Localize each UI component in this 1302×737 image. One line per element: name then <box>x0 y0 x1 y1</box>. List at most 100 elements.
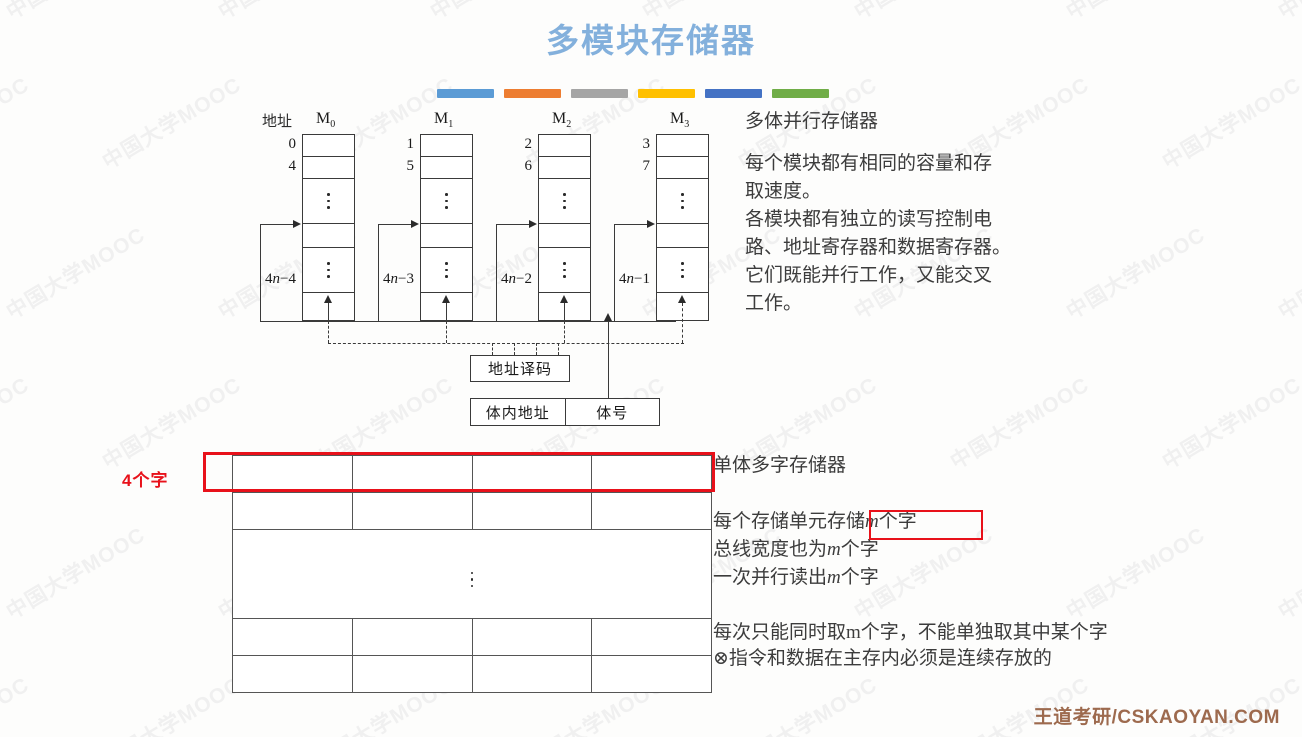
decoder-bus-drop-m2 <box>564 321 565 343</box>
feedback-wire-v-m1 <box>378 224 380 322</box>
accent-bar-3 <box>571 89 628 98</box>
feedback-wire-h-m1 <box>378 224 412 226</box>
address-m0-last: 4n−4 <box>265 271 296 287</box>
grid-cell <box>351 492 473 530</box>
address-register-box: 体内地址 体号 <box>470 398 660 426</box>
module-input-arrow-m3 <box>678 295 686 303</box>
module-cell <box>657 135 708 157</box>
address-m1-1: 1 <box>406 136 415 152</box>
notes-singlebank-heading: 单体多字存储器 <box>713 455 847 476</box>
grid-cell <box>471 492 593 530</box>
module-input-arrow-m0 <box>324 295 332 303</box>
grid-cell <box>232 618 353 656</box>
grid-cell <box>232 492 353 530</box>
accent-bar-6 <box>772 89 829 98</box>
module-cell-ellipsis <box>657 179 708 224</box>
module-cell <box>657 157 708 179</box>
notes-parallel-line-1: 每个模块都有相同的容量和存 <box>745 153 993 174</box>
address-m1-last: 4n−3 <box>383 271 414 287</box>
multibank-memory-diagram: 地址 M0 M1 M2 M3 <box>260 110 709 426</box>
module-cell-ellipsis <box>303 179 354 224</box>
grid-cell <box>471 655 593 693</box>
notes-constraint-line-1: 每次只能同时取m个字，不能单独取其中某个字 <box>713 622 1108 643</box>
module-input-arrow-m2 <box>560 295 568 303</box>
module-title-m2: M2 <box>552 110 572 131</box>
grid-cell <box>591 655 712 693</box>
page-title: 多模块存储器 <box>546 24 756 60</box>
address-decoder-box: 地址译码 <box>470 355 570 382</box>
decoder-out-3 <box>536 343 537 355</box>
notes-parallel-line-3: 各模块都有独立的读写控制电 <box>745 209 993 230</box>
feedback-wire-h-m0 <box>260 224 294 226</box>
title-block: 多模块存储器 <box>0 24 1302 62</box>
module-cell-ellipsis <box>539 248 590 293</box>
feedback-wire-h-m3 <box>614 224 648 226</box>
four-words-annotation: 4个字 <box>122 471 169 490</box>
module-cell-ellipsis <box>421 179 472 224</box>
table-row <box>232 618 712 656</box>
decoder-out-1 <box>492 343 493 355</box>
address-m0-4: 4 <box>288 158 297 174</box>
decoder-bus-horizontal <box>328 343 684 344</box>
address-m3-7: 7 <box>642 158 651 174</box>
module-cell-ellipsis <box>539 179 590 224</box>
bus-branch-m2 <box>440 321 558 323</box>
decoder-bus-drop-m1 <box>446 321 447 343</box>
bank-select-arrow <box>604 313 612 321</box>
module-cell <box>539 135 590 157</box>
watermark-text: 中国大学MOOC <box>1274 523 1302 625</box>
notes-singlebank-heading-block: 单体多字存储器 <box>713 452 846 480</box>
notes-parallel-memory: 多体并行存储器 每个模块都有相同的容量和存 取速度。 各模块都有独立的读写控制电… <box>745 108 1011 318</box>
decoder-bus-drop-m0 <box>328 321 329 343</box>
table-row <box>232 655 712 693</box>
watermark-text: 中国大学MOOC <box>0 673 34 737</box>
notes-singlebank-constraints: 每次只能同时取m个字，不能单独取其中某个字 ⊗指令和数据在主存内必须是连续存放的 <box>713 620 1108 672</box>
feedback-wire-v-m2 <box>496 224 498 322</box>
grid-cell <box>351 618 473 656</box>
decoder-out-2 <box>514 343 515 355</box>
module-cell <box>539 224 590 248</box>
notes-parallel-line-5: 它们既能并行工作，又能交叉 <box>745 265 993 286</box>
footer-brand: 王道考研/CSKAOYAN.COM <box>1033 707 1280 728</box>
notes-singlebank-line-3: 一次并行读出m个字 <box>713 567 879 588</box>
bus-branch-m0 <box>260 321 322 323</box>
notes-singlebank-line-2: 总线宽度也为m个字 <box>713 539 879 560</box>
address-m3-3: 3 <box>642 136 651 152</box>
memory-module-m1 <box>420 134 473 321</box>
address-m0-0: 0 <box>288 136 297 152</box>
module-title-m0: M0 <box>316 110 336 131</box>
address-m2-last: 4n−2 <box>501 271 532 287</box>
address-m3-last: 4n−1 <box>619 271 650 287</box>
module-cell <box>303 224 354 248</box>
notes-parallel-line-6: 工作。 <box>745 293 803 314</box>
watermark-text: 中国大学MOOC <box>734 673 882 737</box>
table-row <box>232 492 712 530</box>
address-column-label: 地址 <box>262 114 293 130</box>
accent-bar-group <box>437 89 829 98</box>
module-title-m3: M3 <box>670 110 690 131</box>
grid-cell <box>232 655 353 693</box>
bus-branch-m1 <box>322 321 440 323</box>
bank-select-wire <box>608 321 610 398</box>
grid-cell <box>471 618 593 656</box>
grid-cell <box>351 455 473 493</box>
table-row-ellipsis <box>232 529 712 619</box>
grid-cell <box>351 655 473 693</box>
watermark-text: 中国大学MOOC <box>1062 523 1210 625</box>
watermark-text: 中国大学MOOC <box>98 673 246 737</box>
four-words-highlight-box <box>203 452 715 492</box>
address-m2-2: 2 <box>524 136 533 152</box>
grid-cell <box>591 492 712 530</box>
feedback-wire-v-m0 <box>260 224 262 322</box>
notes-parallel-line-2: 取速度。 <box>745 181 822 202</box>
notes-singlebank-body: 每个存储单元存储m个字 总线宽度也为m个字 一次并行读出m个字 <box>713 508 917 592</box>
memory-module-m0 <box>302 134 355 321</box>
module-cell <box>421 224 472 248</box>
module-cell <box>421 157 472 179</box>
decoder-out-4 <box>558 343 559 355</box>
accent-bar-2 <box>504 89 561 98</box>
spacer <box>745 136 1011 150</box>
address-m1-5: 5 <box>406 158 415 174</box>
feedback-wire-v-m3 <box>614 224 616 322</box>
bus-branch-m3 <box>558 321 676 323</box>
